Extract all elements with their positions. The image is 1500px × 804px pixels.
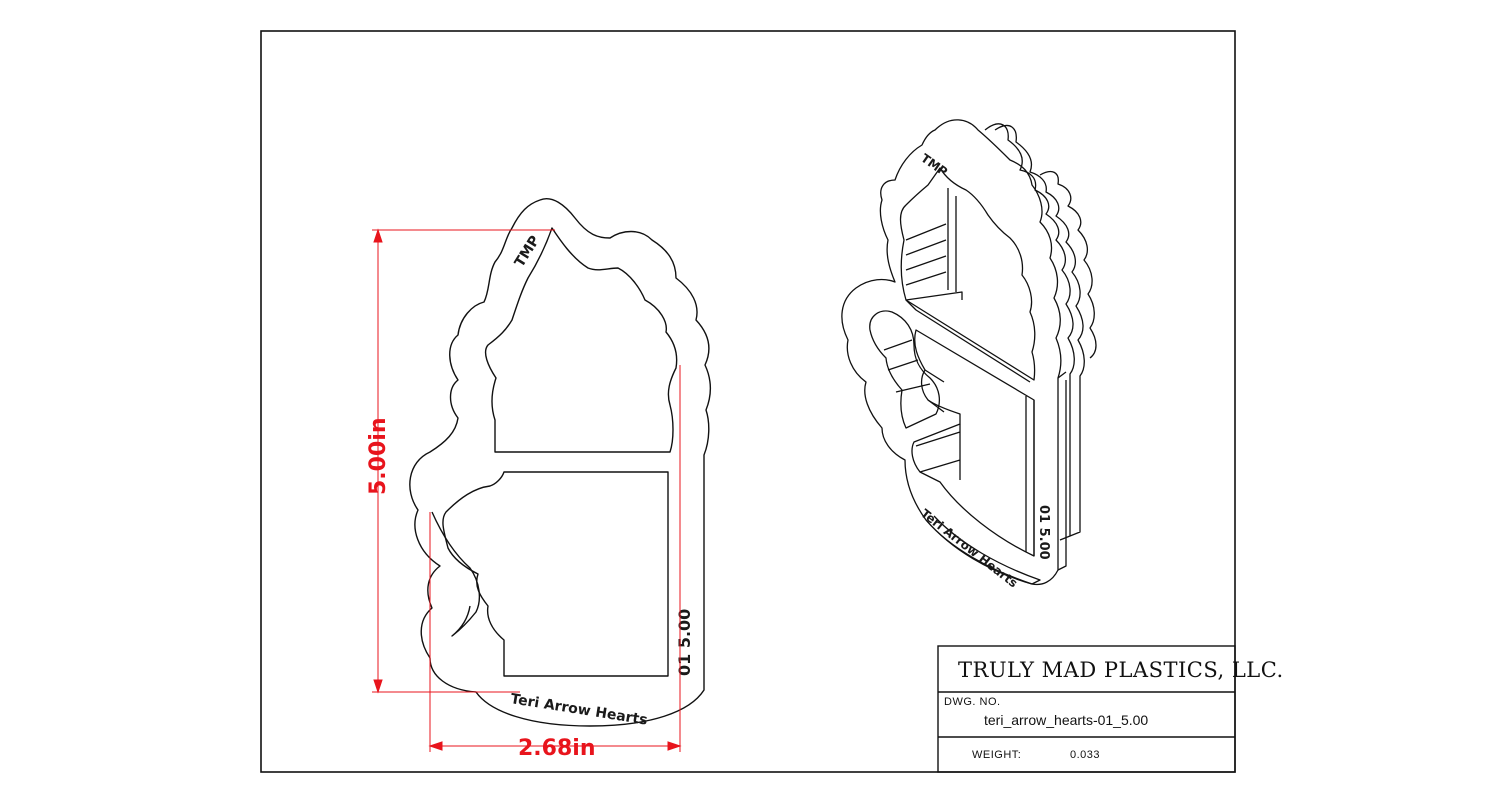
iso-upper-inner <box>899 167 1036 381</box>
weight-value: 0.033 <box>1070 749 1100 761</box>
weight-label: WEIGHT: <box>972 749 1021 761</box>
iso-handle-wall <box>883 339 931 393</box>
front-handle-inner <box>431 511 481 637</box>
iso-scallop-ridges <box>1039 170 1097 359</box>
iso-front-thickness <box>1057 371 1067 571</box>
iso-front-outer <box>841 119 1062 586</box>
iso-lower-wall <box>915 369 1035 556</box>
iso-view <box>841 119 1097 586</box>
iso-upper-wall-steps <box>905 223 947 286</box>
dwg-no-value: teri_arrow_hearts-01_5.00 <box>984 712 1148 728</box>
dwg-no-label: DWG. NO. <box>944 696 1001 708</box>
iso-lower-inner <box>911 329 1035 557</box>
front-embossed-bottom: Teri Arrow Hearts <box>509 691 648 728</box>
company-name: TRULY MAD PLASTICS, LLC. <box>958 658 1284 682</box>
height-dimension-label: 5.00in <box>366 418 391 495</box>
height-dimension <box>372 228 555 694</box>
front-embossed-top: TMP <box>512 233 543 270</box>
title-block <box>937 645 1236 773</box>
iso-back-layer-2 <box>994 125 1085 537</box>
iso-bottom-rim <box>925 515 1041 585</box>
front-view <box>409 198 712 727</box>
drawing-border <box>260 30 1236 773</box>
front-outer-outline <box>409 198 712 727</box>
width-dimension-label: 2.68in <box>518 736 595 761</box>
front-lower-inner <box>442 471 669 677</box>
width-dimension <box>428 365 682 752</box>
iso-back-layer-1 <box>984 123 1075 541</box>
iso-embossed-bottom: Teri Arrow Hearts <box>918 506 1020 590</box>
iso-handle-inner <box>869 310 941 429</box>
iso-embossed-side: 01 5.00 <box>1036 505 1051 560</box>
front-upper-inner <box>484 227 678 453</box>
iso-upper-wall <box>905 188 1031 383</box>
front-embossed-side: 01 5.00 <box>675 609 694 676</box>
